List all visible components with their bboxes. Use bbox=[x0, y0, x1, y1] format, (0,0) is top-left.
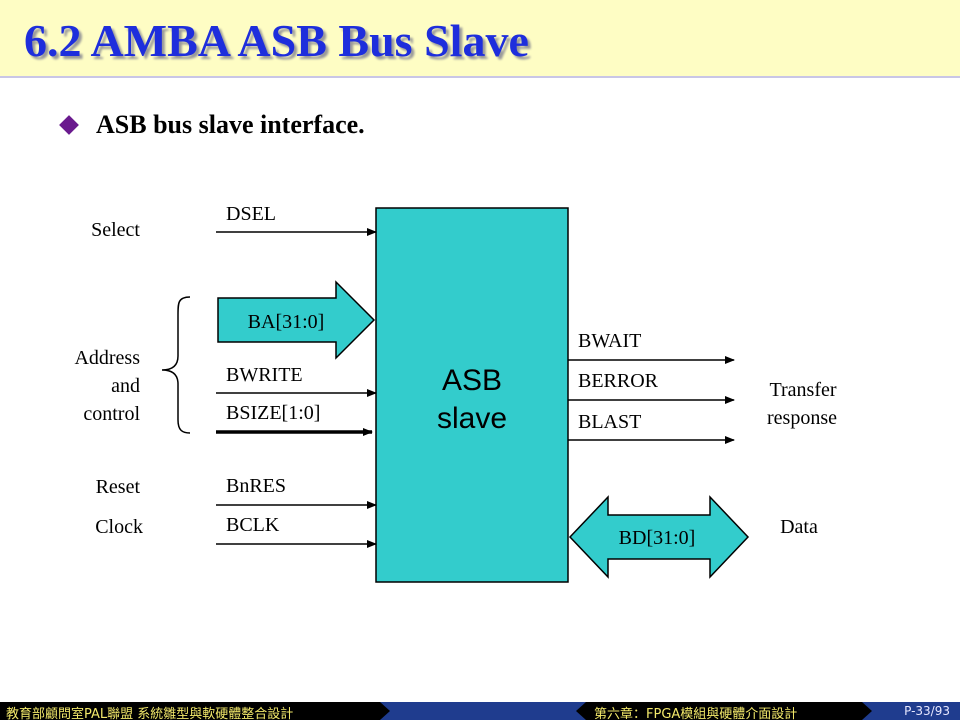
bd-label: BD[31:0] bbox=[619, 527, 696, 549]
dsel-label: DSEL bbox=[226, 203, 276, 225]
footer-left-chevron bbox=[372, 702, 390, 720]
address-label-line1: Address bbox=[74, 347, 140, 369]
select-label: Select bbox=[91, 219, 140, 241]
data-label: Data bbox=[780, 516, 818, 538]
berror-label: BERROR bbox=[578, 370, 659, 392]
ba-label: BA[31:0] bbox=[248, 311, 325, 333]
bsize-label: BSIZE[1:0] bbox=[226, 402, 320, 424]
address-brace bbox=[161, 296, 191, 434]
bnres-label: BnRES bbox=[226, 475, 286, 497]
bclk-label: BCLK bbox=[226, 514, 280, 536]
bwait-label: BWAIT bbox=[578, 330, 641, 352]
footer-left-panel bbox=[0, 702, 372, 720]
footer-middle-panel bbox=[586, 702, 854, 720]
footer-bar: 教育部顧問室PAL聯盟 系統雛型與軟硬體整合設計 第六章：FPGA模組與硬體介面… bbox=[0, 702, 960, 722]
transfer-label-line1: Transfer bbox=[769, 379, 836, 401]
reset-label: Reset bbox=[96, 476, 141, 498]
box-label-line2: slave bbox=[437, 402, 507, 435]
address-label-line3: control bbox=[83, 403, 140, 425]
transfer-label-line2: response bbox=[767, 407, 837, 429]
footer-middle-text: 第六章：FPGA模組與硬體介面設計 bbox=[594, 707, 798, 722]
blast-label: BLAST bbox=[578, 411, 641, 433]
box-label-line1: ASB bbox=[442, 364, 502, 397]
footer-mid-right-chevron bbox=[854, 702, 872, 720]
clock-label: Clock bbox=[95, 516, 143, 538]
slide-title: 6.2 AMBA ASB Bus Slave bbox=[24, 15, 529, 66]
footer-mid-left-chevron bbox=[576, 702, 590, 720]
ba-block-arrow bbox=[217, 280, 376, 360]
title-bar: 6.2 AMBA ASB Bus Slave bbox=[0, 0, 960, 78]
footer-page-number: P-33/93 bbox=[904, 704, 950, 718]
footer-left-text: 教育部顧問室PAL聯盟 系統雛型與軟硬體整合設計 bbox=[6, 707, 294, 722]
bullet-text: ASB bus slave interface. bbox=[96, 110, 365, 139]
address-label-line2: and bbox=[111, 375, 140, 397]
bd-double-block-arrow bbox=[568, 495, 750, 579]
bwrite-label: BWRITE bbox=[226, 364, 303, 386]
